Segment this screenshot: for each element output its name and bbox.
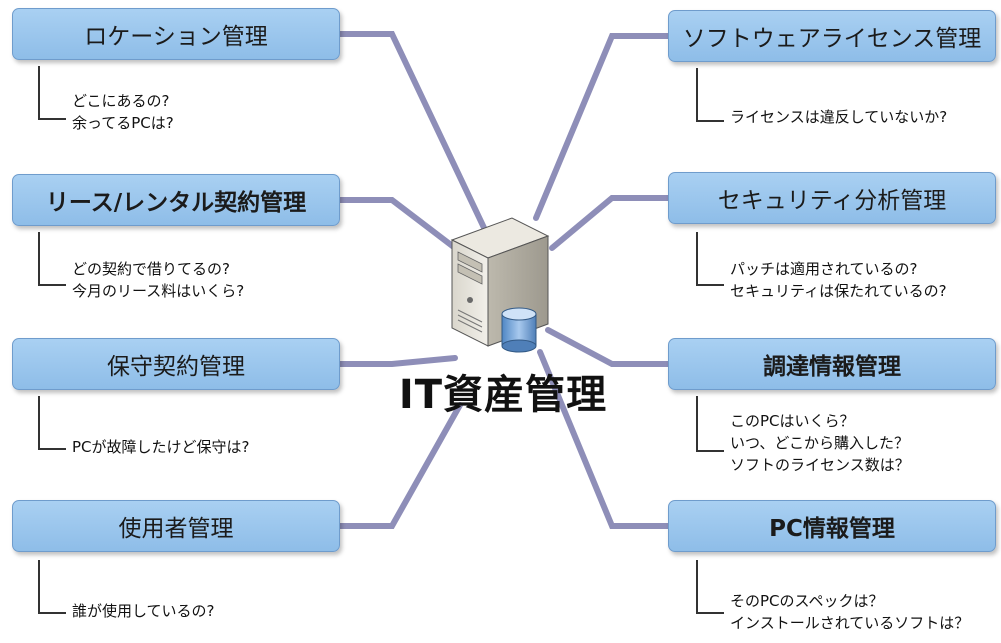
node-security-management: セキュリティ分析管理: [668, 172, 996, 224]
connector-pcinfo: [537, 349, 671, 529]
details-maintenance: PCが故障したけど保守は?: [72, 436, 249, 458]
details-lease: どの契約で借りてるの? 今月のリース料はいくら?: [72, 258, 244, 302]
detail-bracket: [38, 560, 66, 614]
detail-line: PCが故障したけど保守は?: [72, 438, 250, 456]
detail-bracket: [696, 560, 724, 614]
detail-line: 誰が使用しているの?: [72, 602, 215, 620]
details-security: パッチは適用されているの? セキュリティは保たれているの?: [730, 258, 947, 302]
node-lease-management: リース/レンタル契約管理: [12, 174, 340, 226]
detail-line: セキュリティは保たれているの?: [730, 282, 947, 300]
connector-lease: [337, 197, 458, 251]
node-procurement-management: 調達情報管理: [668, 338, 996, 390]
detail-line: どの契約で借りてるの?: [72, 260, 230, 278]
detail-line: ソフトのライセンス数は？: [730, 456, 910, 474]
details-software: ライセンスは違反していないか?: [730, 106, 947, 128]
details-location: どこにあるの? 余ってるPCは?: [72, 90, 174, 134]
connector-software: [533, 33, 671, 221]
detail-bracket: [696, 68, 724, 122]
connector-security: [549, 195, 671, 251]
detail-bracket: [38, 396, 66, 450]
node-location-management: ロケーション管理: [12, 8, 340, 60]
detail-line: ライセンスは違反していないか?: [730, 108, 948, 126]
detail-line: インストールされているソフトは？: [730, 614, 970, 632]
node-maintenance-management: 保守契約管理: [12, 338, 340, 390]
detail-bracket: [38, 232, 66, 286]
node-user-management: 使用者管理: [12, 500, 340, 552]
connector-user: [337, 402, 463, 529]
node-software-license-management: ソフトウェアライセンス管理: [668, 10, 996, 62]
detail-line: このPCはいくら？: [730, 412, 855, 430]
connector-location: [337, 31, 489, 235]
detail-line: 今月のリース料はいくら?: [72, 282, 245, 300]
detail-line: どこにあるの?: [72, 92, 170, 110]
server-database-icon: [450, 217, 550, 353]
detail-line: 余ってるPCは?: [72, 114, 174, 132]
detail-line: パッチは適用されているの?: [730, 260, 918, 278]
detail-line: そのPCのスペックは？: [730, 592, 884, 610]
connector-procurement: [545, 327, 671, 367]
connector-maintenance: [337, 355, 458, 367]
detail-bracket: [38, 66, 66, 120]
node-pc-info-management: PC情報管理: [668, 500, 996, 552]
details-user: 誰が使用しているの?: [72, 600, 215, 622]
details-procurement: このPCはいくら？ いつ、どこから購入した？ ソフトのライセンス数は？: [730, 410, 910, 476]
detail-bracket: [696, 396, 724, 452]
detail-line: いつ、どこから購入した？: [730, 434, 909, 452]
center-title: IT資産管理: [398, 372, 608, 418]
details-pcinfo: そのPCのスペックは？ インストールされているソフトは？: [730, 590, 969, 634]
detail-bracket: [696, 232, 724, 286]
